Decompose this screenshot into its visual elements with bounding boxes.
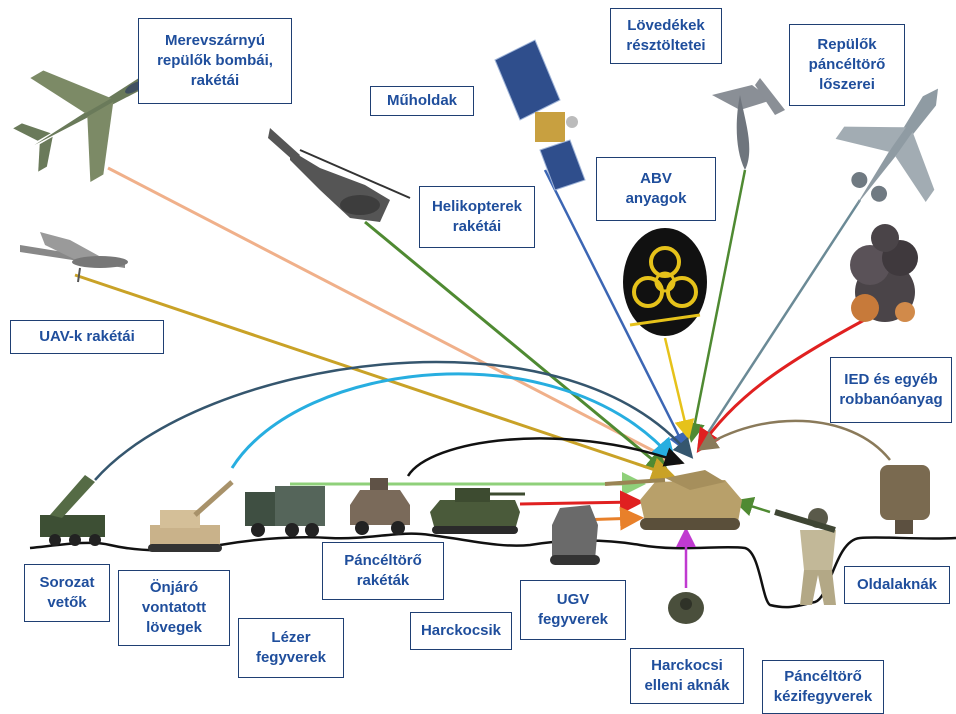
arrow-side-mine xyxy=(697,419,891,461)
biohazard-icon xyxy=(623,228,707,336)
label-submunitions: Lövedékek résztöltetei xyxy=(610,8,722,64)
satellite-icon xyxy=(494,39,586,191)
label-fixed-wing: Merevszárnyú repülők bombái, rakétái xyxy=(138,18,292,104)
arrow-small-arms xyxy=(733,496,771,517)
arrow-atgm xyxy=(406,437,685,477)
tank-icon xyxy=(430,488,525,534)
aircraft-icon xyxy=(835,88,939,208)
arrow-helicopter xyxy=(364,220,670,474)
arrow-fixed-wing xyxy=(107,166,681,465)
arrow-tank xyxy=(519,490,644,515)
explosion-icon xyxy=(850,224,918,322)
helicopter-icon xyxy=(268,128,411,222)
arrow-satellite xyxy=(543,169,688,453)
landmine-icon xyxy=(668,592,704,624)
label-rocket-launchers: Sorozat vetők xyxy=(24,564,110,622)
ugv-icon xyxy=(550,505,600,565)
label-ied: IED és egyéb robbanóanyag xyxy=(830,357,952,423)
armored-car-icon xyxy=(350,478,410,535)
label-ugv: UGV fegyverek xyxy=(520,580,626,640)
label-self-propelled: Önjáró vontatott lövegek xyxy=(118,570,230,646)
label-satellites: Műholdak xyxy=(370,86,474,116)
arrow-submunition xyxy=(685,169,747,443)
target-tank-icon xyxy=(604,470,742,530)
soldier-icon xyxy=(774,508,836,605)
label-atgm: Páncéltörő rakéták xyxy=(322,542,444,600)
arrow-ied xyxy=(696,316,869,454)
uav-drone-icon xyxy=(20,232,128,283)
arrow-artillery xyxy=(230,372,676,469)
fighter-jet-icon xyxy=(13,70,165,182)
label-tank: Harckocsik xyxy=(410,612,512,650)
rocket-launcher-icon xyxy=(40,475,105,546)
arrow-aircraft xyxy=(697,199,862,450)
truck-icon xyxy=(245,486,325,537)
arrow-abv xyxy=(663,337,695,440)
side-mine-icon xyxy=(880,465,930,534)
label-abv: ABV anyagok xyxy=(596,157,716,221)
label-aircraft-at: Repülők páncéltörő lőszerei xyxy=(789,24,905,106)
label-side-mines: Oldalaknák xyxy=(844,566,950,604)
munition-icon xyxy=(712,78,785,170)
label-at-small-arms: Páncéltörő kézifegyverek xyxy=(762,660,884,714)
artillery-icon xyxy=(148,480,234,552)
label-helicopters: Helikopterek rakétái xyxy=(419,186,535,248)
arrow-rocket-launcher xyxy=(94,360,694,481)
label-laser: Lézer fegyverek xyxy=(238,618,344,678)
arrow-uav xyxy=(74,273,676,481)
label-at-mines: Harckocsi elleni aknák xyxy=(630,648,744,704)
label-uav: UAV-k rakétái xyxy=(10,320,164,354)
